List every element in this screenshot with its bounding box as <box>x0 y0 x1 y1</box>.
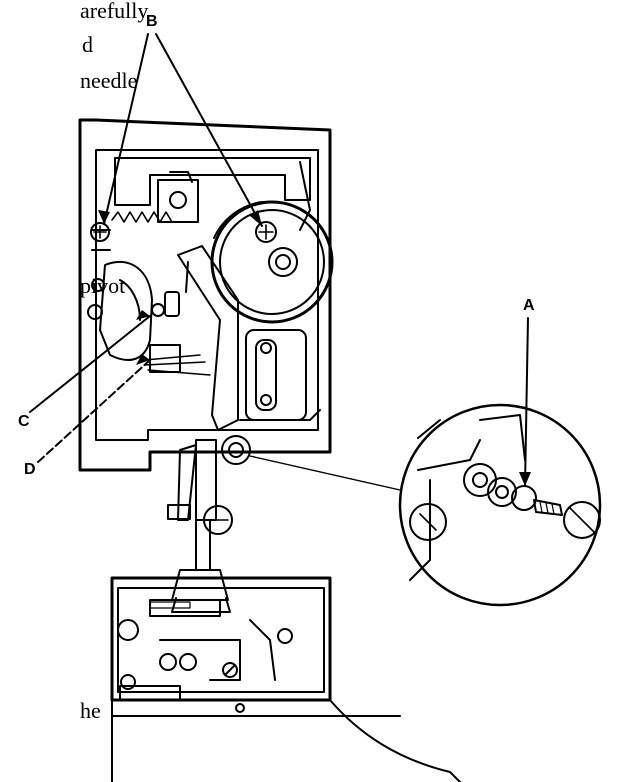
needle-bar <box>177 444 197 521</box>
inset-detail-circle <box>398 403 602 607</box>
inset-leader-line <box>249 455 401 491</box>
callout-label-a: A <box>523 297 535 314</box>
head-housing-inner-frame <box>95 149 319 441</box>
text-fragment-and: d <box>82 32 93 57</box>
callout-label-c: C <box>18 413 30 430</box>
pivot-screw-c <box>151 303 165 317</box>
presser-bar-screw <box>221 435 251 465</box>
head-housing-outline <box>78 118 332 472</box>
presser-foot <box>171 569 229 601</box>
screw-b-right <box>255 221 277 243</box>
callout-label-d: D <box>24 461 36 478</box>
cam-block <box>157 179 199 223</box>
text-fragment-carefully: arefully <box>80 0 149 23</box>
inset-knurled-knob <box>409 503 447 541</box>
inset-washer-1 <box>463 463 497 497</box>
screw-b-left <box>90 222 110 242</box>
callout-a-leader <box>524 317 529 487</box>
needle-bar-lever <box>177 245 239 431</box>
callout-d-leader <box>37 359 151 463</box>
tension-spring <box>111 211 173 223</box>
callout-c-leader <box>29 315 151 413</box>
callout-b-leader-left <box>103 33 149 225</box>
top-bracket <box>114 157 311 206</box>
callout-b-leader-right <box>155 33 263 227</box>
bed-screw <box>222 662 238 678</box>
text-fragment-the: he <box>80 698 101 723</box>
wheel-hub <box>268 247 298 277</box>
callout-label-b: B <box>146 13 158 30</box>
left-motor-cover <box>99 260 153 361</box>
inset-screw-head <box>563 501 601 539</box>
text-fragment-needle: needle <box>80 68 138 93</box>
large-pulley <box>210 200 334 324</box>
inset-washer-2 <box>487 477 517 507</box>
inset-adjust-screw <box>533 499 563 516</box>
